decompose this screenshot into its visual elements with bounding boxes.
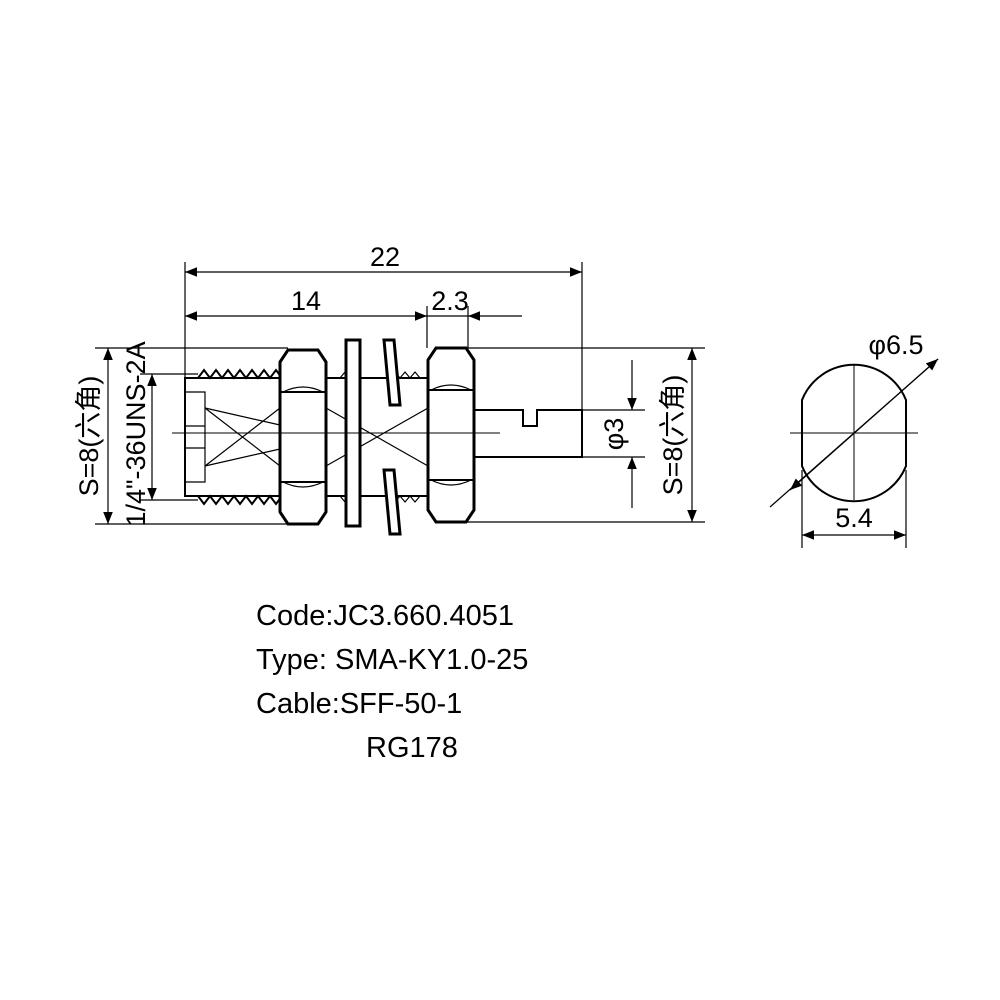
spec-cable-alt: RG178 [366, 732, 458, 764]
flat-width-label: 5.4 [835, 503, 873, 533]
dimension-lines [95, 262, 705, 525]
spec-block: Code:JC3.660.4051 Type: SMA-KY1.0-25 Cab… [256, 598, 528, 774]
overall-length-label: 22 [370, 242, 400, 272]
hex-left-label: S=8(六角) [74, 376, 104, 497]
nut-gap-label: 2.3 [431, 286, 469, 316]
connector-side-view [172, 338, 583, 536]
hex-right-label: S=8(六角) [658, 375, 688, 496]
lock-washer [344, 338, 402, 536]
connector-end-view [769, 358, 939, 548]
solder-pin [474, 409, 583, 458]
thread-label: 1/4"-36UNS-2A [121, 341, 151, 526]
hex-nut-left [278, 348, 328, 526]
spec-cable: Cable:SFF-50-1 [256, 688, 463, 720]
body-length-label: 14 [291, 286, 321, 316]
thread-top [197, 368, 283, 380]
threaded-body [184, 368, 283, 506]
pin-diameter-label: φ3 [599, 418, 629, 451]
spec-code: Code:JC3.660.4051 [256, 600, 514, 632]
spec-type: Type: SMA-KY1.0-25 [256, 644, 529, 676]
hex-nut-right [426, 346, 476, 524]
outer-diameter-label: φ6.5 [868, 330, 923, 360]
mid-body [325, 371, 429, 503]
thread-bottom [197, 494, 283, 506]
